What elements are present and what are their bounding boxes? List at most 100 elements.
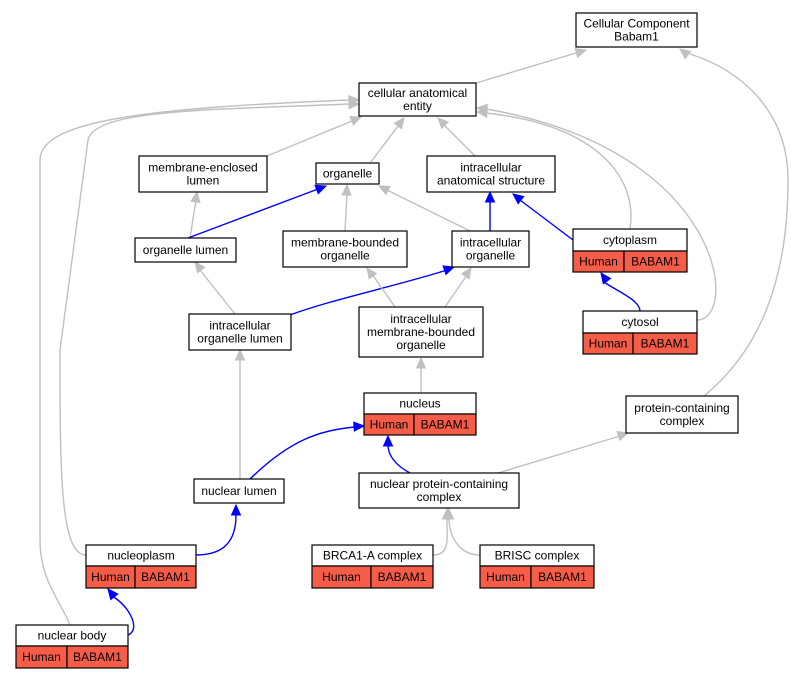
node-label: Cellular Component	[583, 17, 690, 31]
arrow-head	[484, 190, 496, 203]
gene-tag-cell	[413, 413, 477, 436]
arrow-head	[475, 103, 488, 115]
edge-nb-np	[107, 588, 135, 636]
edge-ol-org	[187, 184, 328, 239]
node-ol[interactable]: organelle lumen	[134, 237, 237, 263]
arrow-head	[443, 507, 455, 520]
node-box	[625, 395, 739, 434]
node-label: organelle	[396, 338, 446, 352]
species-tag-label: Human	[579, 255, 618, 269]
species-tag-label: Human	[589, 337, 628, 351]
node-label: intracellular	[460, 236, 521, 250]
edge-org-cae	[369, 117, 405, 164]
species-tag-label: Human	[486, 570, 525, 584]
node-label: intracellular	[390, 312, 451, 326]
node-label: organelle	[323, 167, 373, 181]
edge-mbo-org	[341, 183, 352, 232]
edge-np-nl	[195, 503, 242, 556]
node-box	[451, 230, 530, 268]
edge-line	[603, 281, 641, 312]
edge-line	[59, 103, 351, 556]
node-label: membrane-bounded	[367, 325, 475, 339]
arrow-head	[377, 185, 391, 196]
node-box	[315, 162, 380, 185]
edge-ias-cae	[437, 117, 476, 157]
edge-io-ias	[484, 190, 496, 231]
gene-tag-cell	[530, 565, 595, 589]
arrow-head	[460, 266, 472, 280]
gene-tag-cell	[623, 250, 688, 273]
edge-line	[195, 514, 237, 556]
node-label: complex	[417, 490, 462, 504]
node-label: organelle lumen	[143, 243, 228, 257]
node-label: entity	[403, 99, 432, 113]
gene-tag-label: BABAM1	[421, 418, 470, 432]
edges-layer	[39, 47, 789, 636]
arrow-head	[512, 193, 525, 205]
node-label: membrane-enclosed	[148, 161, 257, 175]
edge-nl-nucleus	[249, 421, 366, 480]
node-label: BRISC complex	[495, 549, 580, 563]
edge-pcc-cc	[679, 48, 789, 397]
edge-npcc-pcc	[497, 431, 630, 474]
arrow-head	[341, 183, 352, 196]
node-label: complex	[660, 414, 705, 428]
node-label: Babam1	[614, 30, 659, 44]
edge-line	[39, 99, 351, 626]
edge-iol-io	[289, 265, 456, 316]
edge-line	[387, 444, 411, 474]
node-label: nuclear protein-containing	[370, 477, 508, 491]
edge-iol-ol	[194, 261, 236, 315]
node-label: cytoplasm	[603, 233, 657, 247]
node-org[interactable]: organelle	[315, 162, 380, 185]
gene-tag-label: BABAM1	[73, 650, 122, 664]
edge-line	[485, 108, 717, 321]
edge-line	[689, 53, 789, 397]
gene-tag-cell	[632, 332, 698, 355]
species-tag-label: Human	[370, 418, 409, 432]
edge-imbo-io	[444, 266, 472, 308]
arrow-head	[616, 431, 630, 442]
node-label: nucleoplasm	[107, 549, 174, 563]
arrow-head	[190, 190, 201, 204]
node-box	[188, 313, 292, 351]
gene-tag-label: BABAM1	[141, 570, 190, 584]
gene-tag-cell	[66, 645, 129, 669]
node-box	[575, 12, 698, 48]
edge-brisc-npcc	[443, 507, 481, 556]
edge-line	[432, 517, 448, 556]
node-box	[426, 155, 556, 193]
node-nl[interactable]: nuclear lumen	[193, 478, 285, 504]
node-label: BRCA1-A complex	[323, 549, 422, 563]
species-tag-label: Human	[22, 650, 61, 664]
edge-line	[485, 112, 632, 230]
arrow-head	[234, 348, 246, 361]
gene-tag-label: BABAM1	[378, 570, 427, 584]
edge-cyto-ias	[512, 193, 574, 241]
node-label: organelle lumen	[197, 332, 282, 346]
node-box	[358, 472, 520, 509]
node-label: nuclear lumen	[201, 484, 276, 498]
arrow-head	[230, 503, 242, 516]
edge-line	[443, 124, 476, 157]
arrow-head	[393, 117, 405, 130]
